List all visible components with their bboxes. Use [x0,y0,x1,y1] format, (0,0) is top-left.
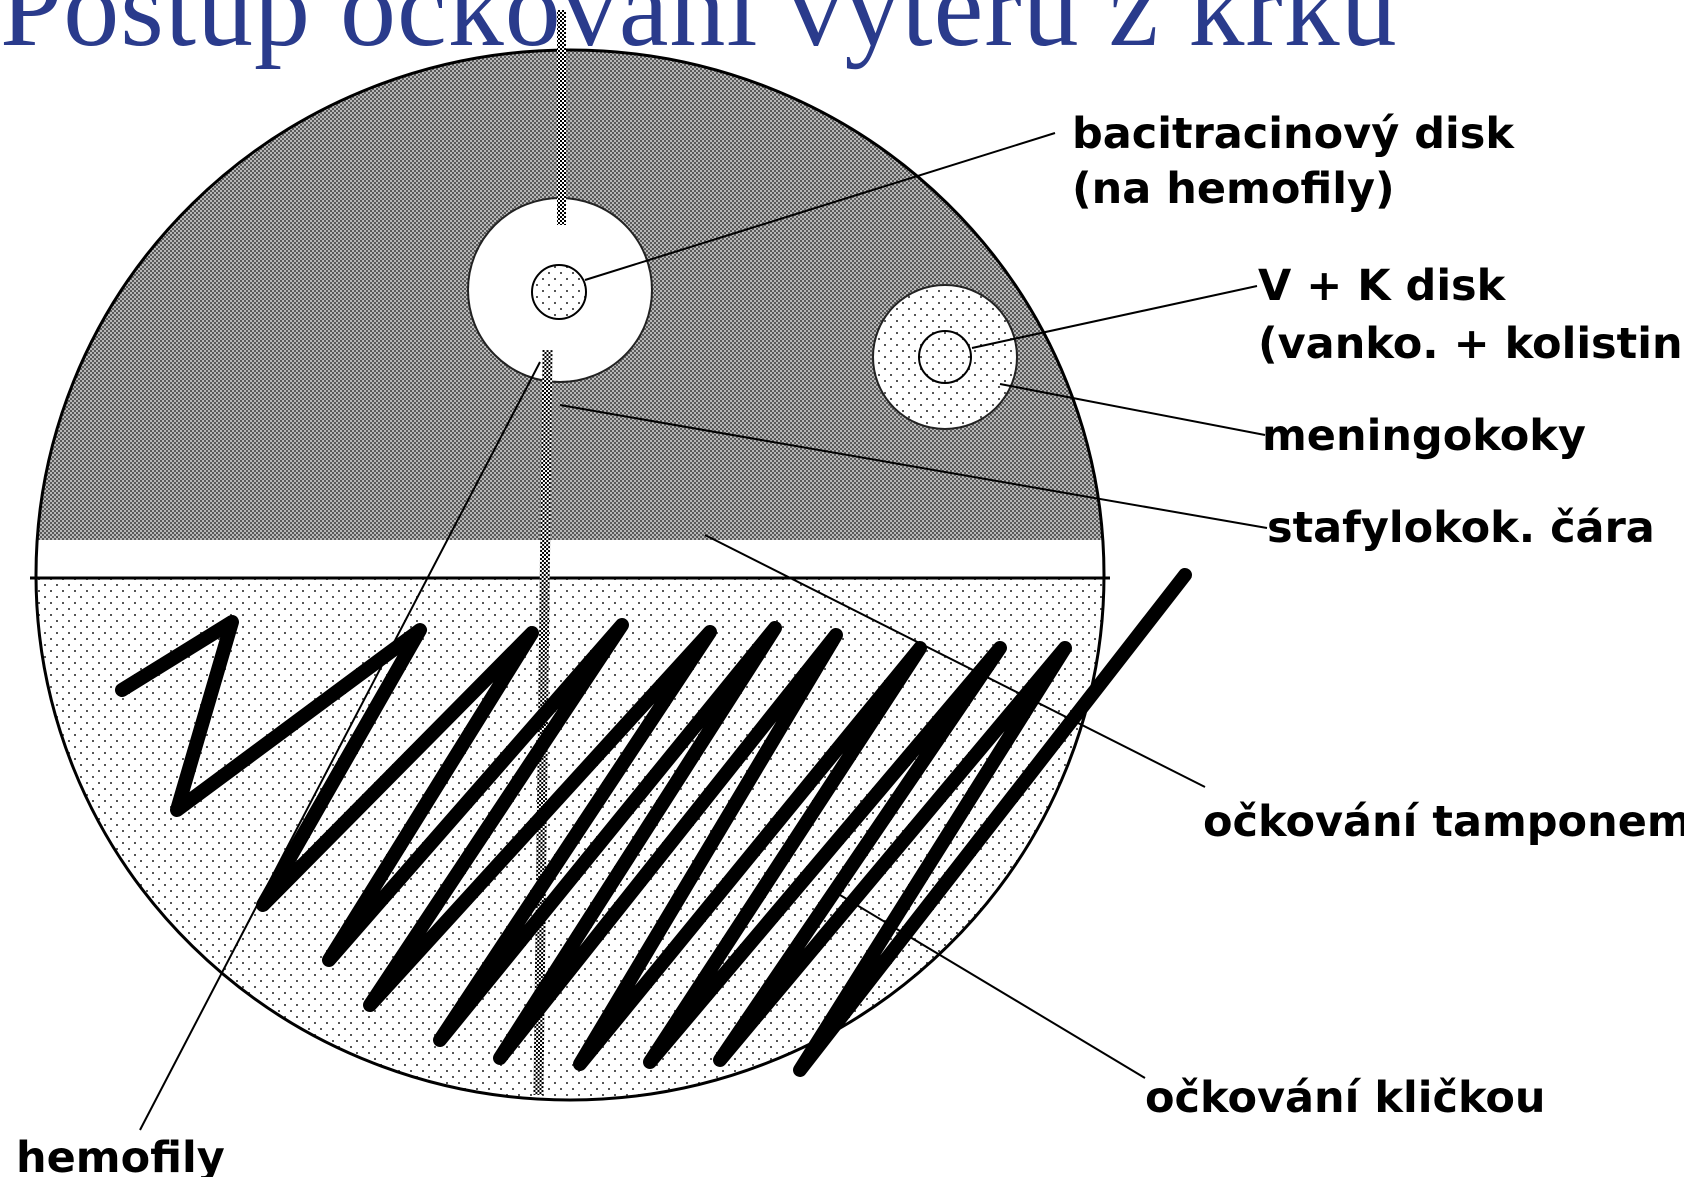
dish-outline [34,48,1106,1102]
label-meningokoky: meningokoky [1262,411,1586,461]
label-swab-inoculation: očkování tamponem [1203,797,1684,847]
leader-swab [704,534,1206,788]
leader-meningokoky [999,383,1266,436]
label-vk-disk: V + K disk [1258,261,1507,311]
slide-title: Postup očkování výtěru z krku [0,0,1398,70]
label-vk-note: (vanko. + kolistin) [1258,319,1684,369]
label-bacitracin-note: (na hemofily) [1072,164,1395,214]
swab-zigzag [115,568,1192,1077]
staph-streak-upper [557,10,566,225]
vk-disk [918,330,972,384]
label-loop-inoculation: očkování kličkou [1145,1073,1546,1123]
label-bacitracin-disk: bacitracinový disk [1072,109,1515,159]
label-staph-line: stafylokok. čára [1267,503,1655,553]
leader-vk [971,285,1258,349]
leader-bacitracin [584,132,1056,281]
leader-hemofily [139,361,541,1131]
bacitracin-disk [531,264,587,320]
leader-staph [559,404,1268,529]
leader-loop [839,894,1146,1079]
label-hemofily: hemofily [16,1133,225,1177]
